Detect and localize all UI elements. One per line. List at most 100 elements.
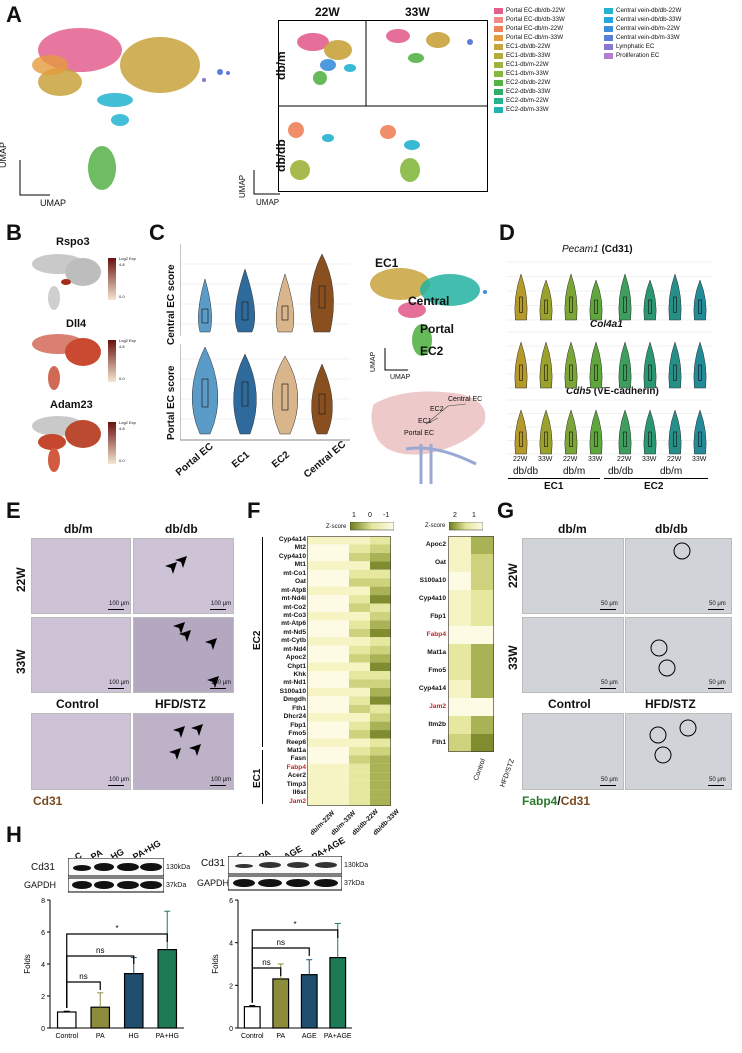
significance-bracket bbox=[251, 929, 339, 1003]
f-heat-cell bbox=[307, 595, 328, 604]
f-right-gene-label: Fbp1 bbox=[430, 613, 446, 620]
legend-label: Portal EC-db/db-33W bbox=[506, 16, 565, 23]
f-heat-cell bbox=[307, 578, 328, 587]
f-heat-cell bbox=[328, 561, 349, 570]
f-zscore-title: Z-score bbox=[326, 524, 347, 530]
f-heat-cell bbox=[328, 797, 349, 806]
h-left-kda-130: 130kDa bbox=[166, 864, 191, 871]
violin-box bbox=[673, 364, 677, 381]
legend-item: Portal EC-db/m-33W bbox=[494, 33, 563, 42]
arrowhead-icon bbox=[165, 562, 177, 574]
g-scale-2: 50 μm bbox=[709, 601, 726, 607]
f-heat-cell bbox=[307, 561, 328, 570]
legend-swatch bbox=[494, 79, 503, 86]
g-col-control: Control bbox=[548, 697, 591, 711]
y-tick-label: 0 bbox=[41, 1026, 45, 1033]
violin-box bbox=[698, 299, 702, 314]
f-heatmap-main bbox=[307, 536, 391, 806]
f-gene-label: Mt1 bbox=[294, 561, 306, 569]
feature-gene-adam23: Adam23 bbox=[50, 399, 93, 411]
f-heat-cell bbox=[349, 654, 370, 663]
f-heat-cell bbox=[328, 544, 349, 553]
g-scale-1: 50 μm bbox=[601, 601, 618, 607]
legend-swatch bbox=[604, 52, 613, 59]
e-scalebar-1 bbox=[108, 609, 124, 610]
f-heat-cell bbox=[349, 738, 370, 747]
umap-axis-y: UMAP bbox=[0, 141, 8, 168]
d-gene-suffix-1: (Cd31) bbox=[598, 244, 633, 255]
c-umap-label-ec2: EC2 bbox=[420, 344, 444, 358]
d-week-label: 33W bbox=[642, 456, 657, 463]
legend-swatch bbox=[494, 7, 503, 14]
f-heat-cell bbox=[307, 704, 328, 714]
g-stain-fabp4: Fabp4 bbox=[522, 794, 558, 808]
f-gene-label: Khk bbox=[293, 671, 306, 678]
legend-item: EC1-db/m-22W bbox=[494, 60, 549, 69]
f-zscore-tick-r1: 1 bbox=[472, 512, 476, 519]
f-heat-cell bbox=[349, 628, 370, 638]
arrowhead-icon bbox=[179, 630, 191, 642]
e-scale-6: 100 μm bbox=[211, 777, 232, 783]
f-heat-cell bbox=[370, 671, 391, 680]
f-heat-cell bbox=[370, 637, 391, 646]
legend-label: Proliferation EC bbox=[616, 52, 660, 59]
f-heat-cell bbox=[328, 772, 349, 781]
f-gene-label: mt-Cytb bbox=[281, 637, 306, 645]
colorbar-min-2: 0.0 bbox=[119, 376, 125, 381]
f-gene-label: Dhcr24 bbox=[283, 713, 306, 721]
h-right-blot-cd31: Cd31 bbox=[201, 858, 225, 869]
f-zscore-bar-r bbox=[449, 522, 483, 531]
d-gene-title-3: Cdh5 (VE-cadherin) bbox=[566, 386, 659, 397]
violin-box bbox=[544, 364, 548, 381]
violin-central-portal bbox=[198, 278, 212, 333]
legend-swatch bbox=[494, 16, 503, 23]
f-heat-cell bbox=[307, 746, 328, 756]
f-heat-cell bbox=[328, 536, 349, 545]
f-heat-cell bbox=[349, 679, 370, 688]
f-right-heat-cell bbox=[471, 536, 494, 554]
violin-box bbox=[519, 431, 523, 447]
g-row-22w: 22W bbox=[506, 563, 520, 588]
y-tick-label: 0 bbox=[229, 1026, 233, 1033]
f-right-heat-cell bbox=[448, 644, 471, 662]
f-heat-cell bbox=[349, 578, 370, 587]
f-heat-cell bbox=[307, 620, 328, 629]
legend-label: EC2-db/db-22W bbox=[506, 79, 551, 86]
f-gene-label: Fmo5 bbox=[288, 730, 306, 738]
f-right-gene-label: Fabp4 bbox=[426, 631, 446, 638]
circle-marker-icon bbox=[649, 726, 667, 744]
f-heat-cell bbox=[328, 603, 349, 612]
legend-label: Portal EC-db/m-22W bbox=[506, 25, 564, 32]
x-tick-label: PA+AGE bbox=[324, 1033, 352, 1040]
violin-box bbox=[569, 364, 573, 381]
arrowhead-icon bbox=[189, 744, 201, 756]
y-tick-label: 2 bbox=[41, 994, 45, 1001]
e-row-33w: 33W bbox=[14, 649, 28, 674]
f-right-gene-label: Oat bbox=[435, 559, 446, 566]
legend-label: EC1-db/m-22W bbox=[506, 61, 549, 68]
f-heat-cell bbox=[307, 679, 328, 688]
c-cat-central: Central EC bbox=[302, 439, 349, 481]
f-right-heat-cell bbox=[448, 716, 471, 734]
f-heat-cell bbox=[328, 696, 349, 705]
f-heat-cell bbox=[370, 603, 391, 612]
bar bbox=[243, 1006, 261, 1029]
d-week-label: 22W bbox=[513, 456, 528, 463]
f-heat-cell bbox=[307, 730, 328, 739]
f-heat-cell bbox=[349, 595, 370, 604]
f-zscore-title-r: Z-score bbox=[425, 523, 446, 529]
f-gene-label: Fasn bbox=[290, 755, 306, 763]
violin-box bbox=[544, 431, 548, 447]
f-gene-label: Chpt1 bbox=[287, 662, 306, 670]
f-heat-cell bbox=[370, 645, 391, 655]
f-heat-cell bbox=[349, 746, 370, 756]
f-heat-cell bbox=[370, 561, 391, 570]
violin-central-ec2 bbox=[275, 273, 295, 333]
arrowhead-icon bbox=[205, 638, 217, 650]
f-heat-cell bbox=[370, 586, 391, 596]
circle-marker-icon bbox=[679, 719, 697, 737]
circle-marker-icon bbox=[658, 659, 676, 677]
arrowhead-icon bbox=[169, 748, 181, 760]
f-gene-label: Jam2 bbox=[289, 797, 306, 805]
